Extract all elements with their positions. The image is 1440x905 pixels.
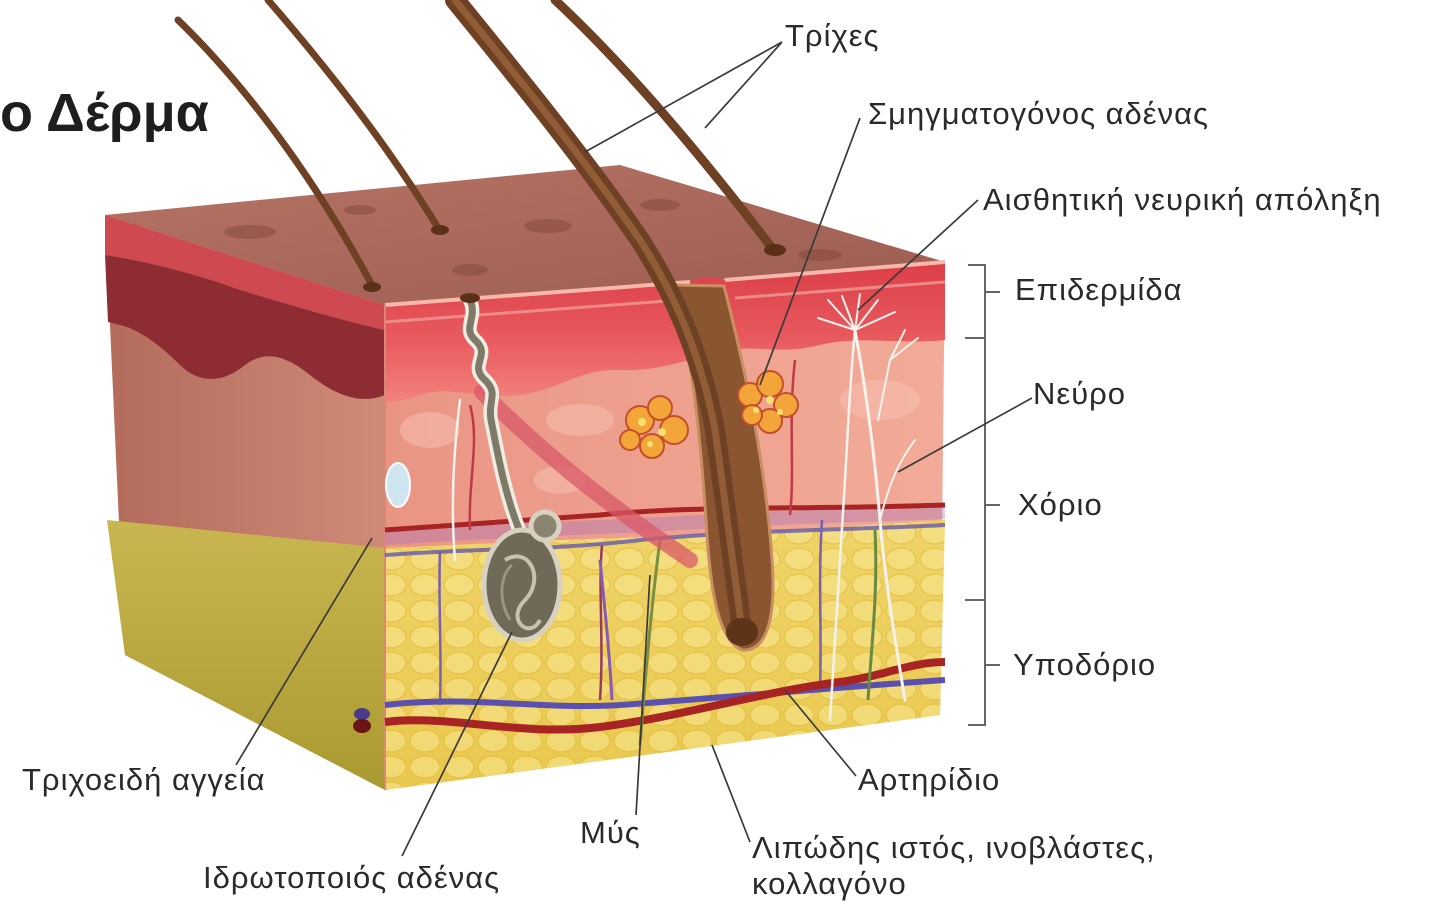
label-nerve: Νεύρο bbox=[1033, 376, 1126, 412]
label-hairs: Τρίχες bbox=[785, 18, 880, 54]
touch-corpuscle bbox=[386, 463, 410, 507]
label-epidermis: Επιδερμίδα bbox=[1015, 272, 1183, 308]
label-arteriole: Αρτηρίδιο bbox=[858, 762, 1000, 798]
label-adipose-tissue-line1: Λιπώδης ιστός, ινοβλάστες, bbox=[752, 830, 1156, 866]
label-muscle: Μύς bbox=[580, 815, 641, 851]
label-dermis: Χόριο bbox=[1018, 487, 1103, 523]
label-sweat-gland: Ιδρωτοποιός αδένας bbox=[203, 860, 500, 896]
label-hypodermis: Υποδόριο bbox=[1013, 647, 1156, 683]
diagram-title: ο Δέρμα bbox=[0, 82, 209, 144]
label-adipose-tissue-line2: κολλαγόνο bbox=[752, 866, 907, 902]
label-capillaries: Τριχοειδή αγγεία bbox=[22, 762, 266, 798]
label-sebaceous-gland: Σμηγματογόνος αδένας bbox=[868, 96, 1209, 132]
hair-bulb bbox=[726, 618, 758, 646]
label-sensory-nerve-ending: Αισθητική νευρική απόληξη bbox=[983, 182, 1382, 218]
